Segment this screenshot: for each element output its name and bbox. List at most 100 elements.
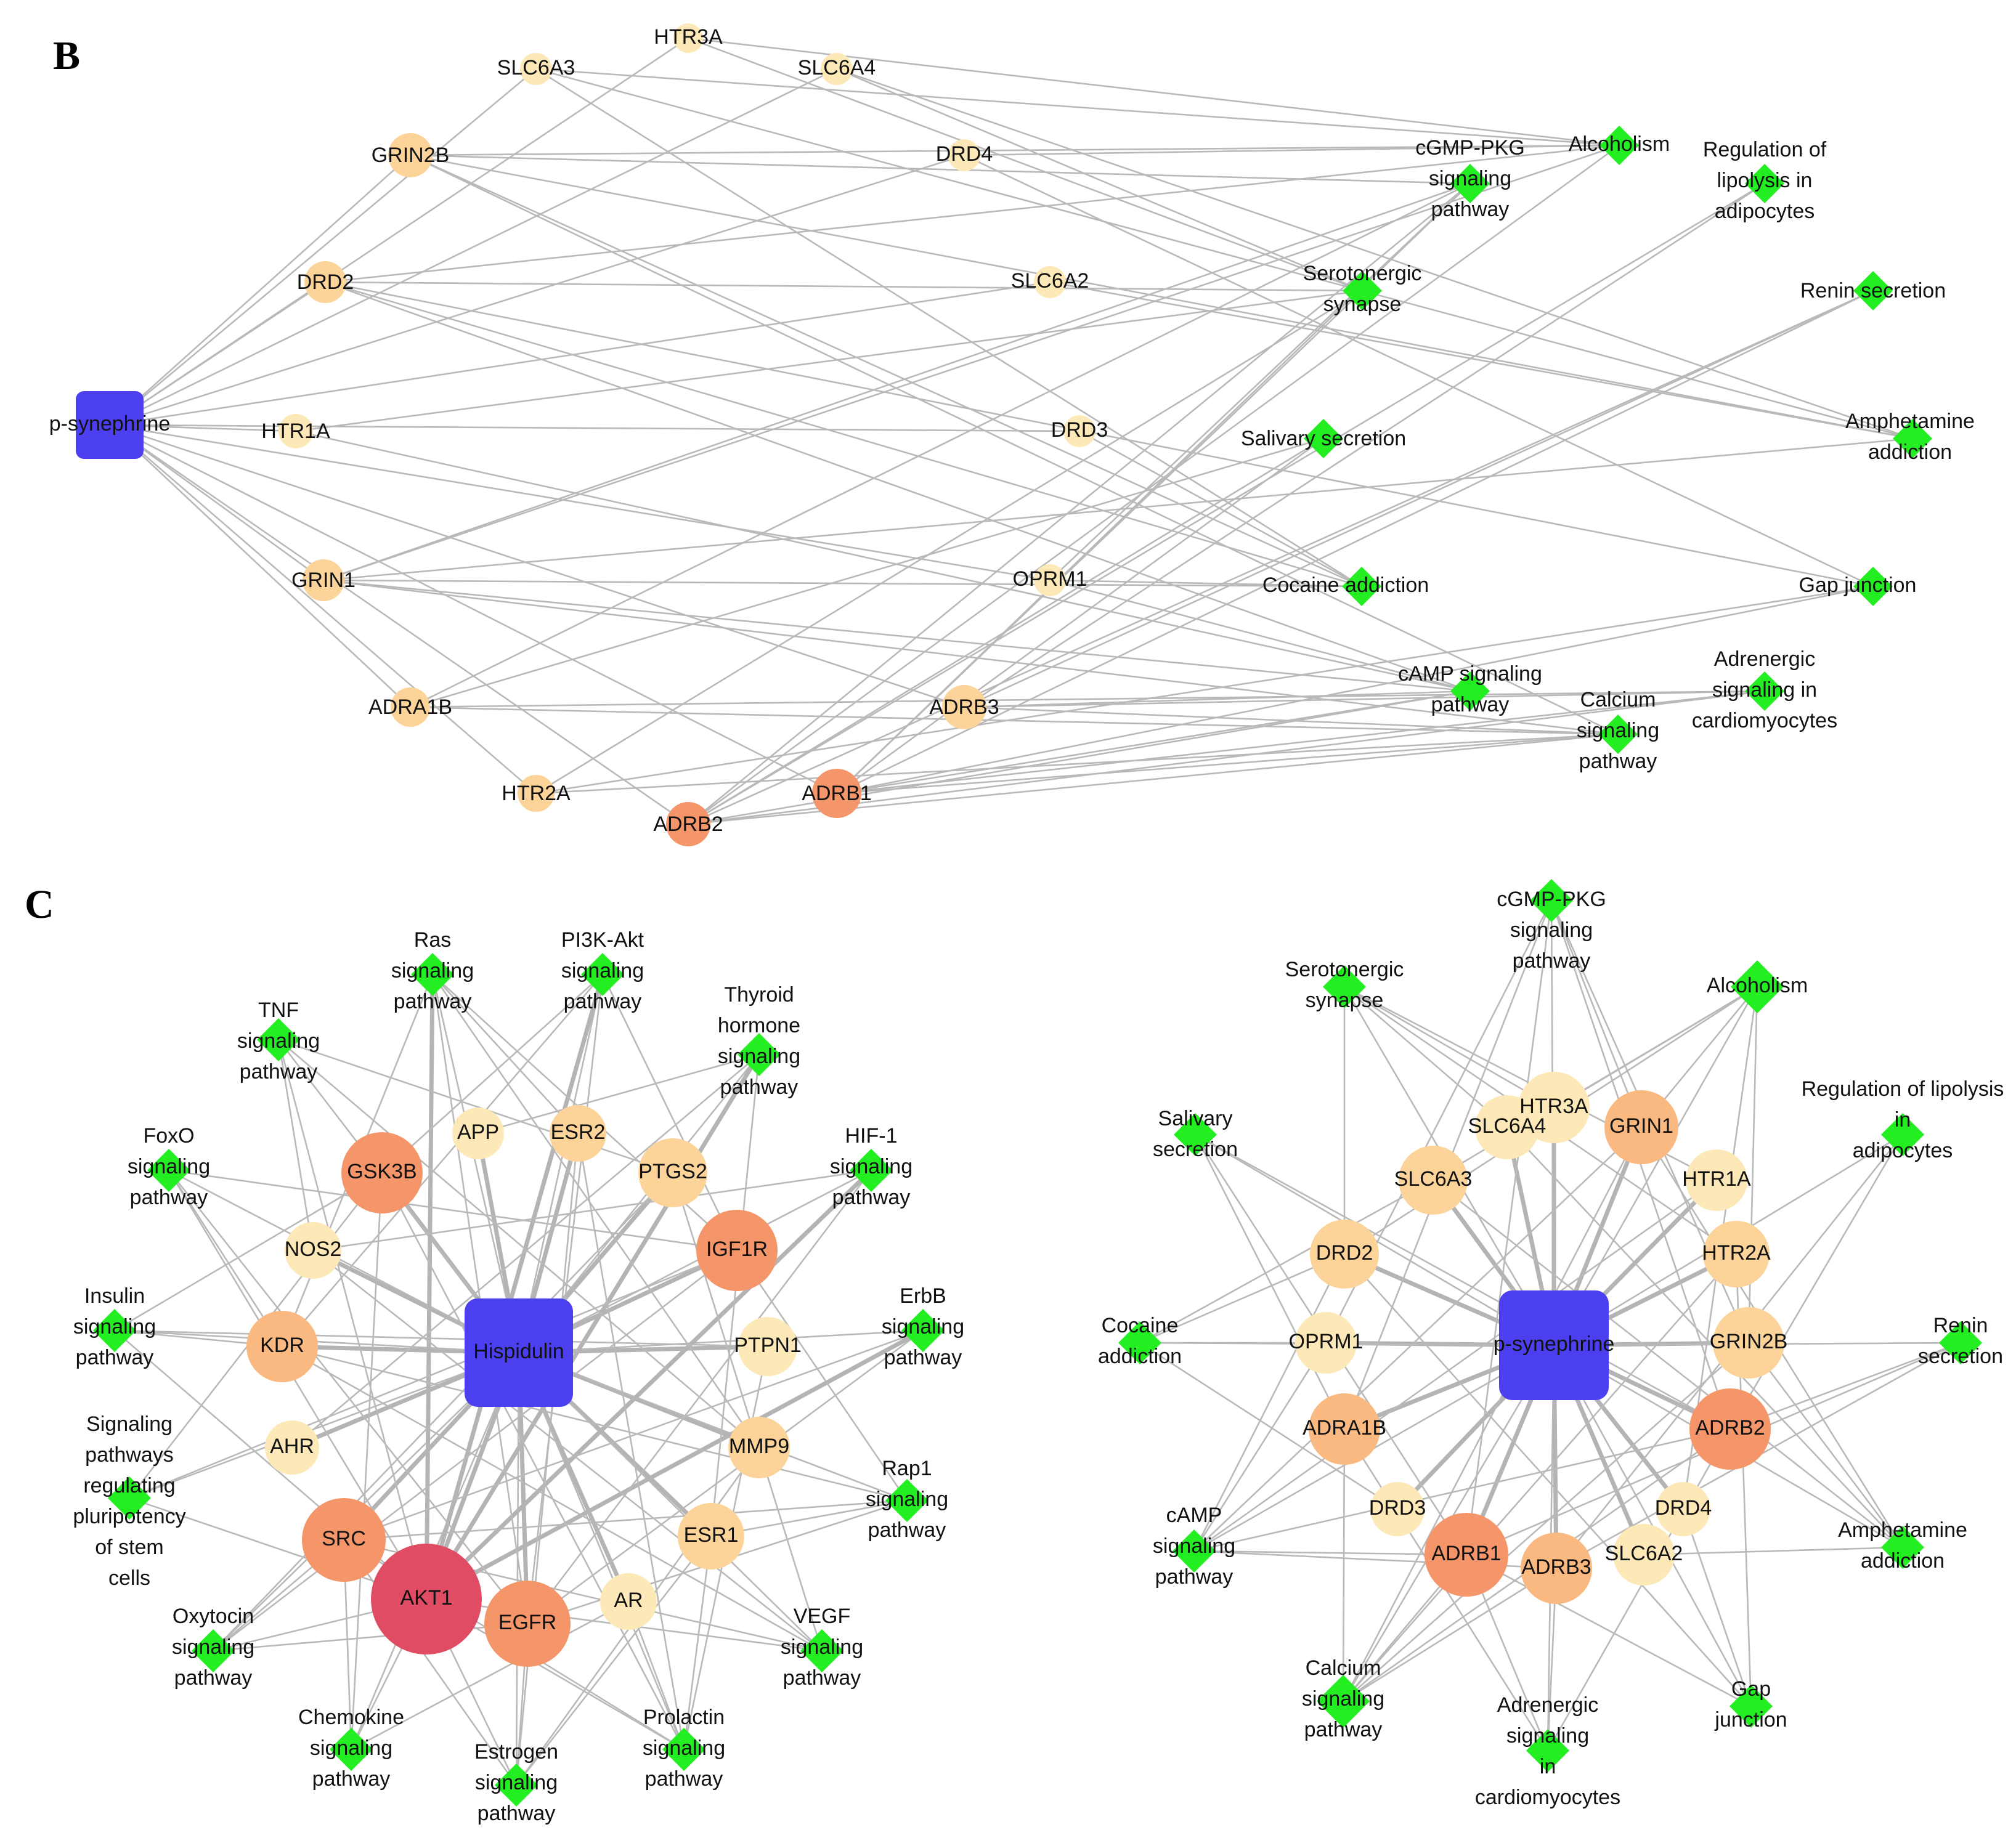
panel-c-left-pathway-node-erbb[interactable] [901, 1309, 945, 1352]
panel-c-left-pathway-node-foxo[interactable] [147, 1149, 190, 1192]
panel-c-left-pathway-node-tnf[interactable] [257, 1018, 300, 1061]
panel-c-right-pathway-node-adren[interactable] [1526, 1729, 1569, 1772]
panel-c-right-pathway-node-sero[interactable] [1323, 965, 1366, 1008]
panel-c-right-gene-node-oprm1[interactable] [1295, 1312, 1357, 1374]
panel-c-left-gene-node-akt1[interactable] [371, 1544, 482, 1655]
panel-c-left-pathway-node-chem[interactable] [330, 1728, 373, 1771]
panel-c-right-gene-node-drd3[interactable] [1370, 1482, 1425, 1536]
panel-b-pathway-node-renin[interactable] [1853, 271, 1893, 310]
panel-b-gene-node-grin2b[interactable] [388, 133, 433, 177]
panel-c-right-gene-node-slc6a4[interactable] [1475, 1095, 1539, 1159]
panel-c-left-gene-node-app[interactable] [452, 1108, 504, 1159]
panel-b-gene-node-drd3[interactable] [1063, 415, 1095, 447]
panel-c-right-gene-node-grin1[interactable] [1604, 1090, 1678, 1164]
panel-c-right-gene-node-adrb2[interactable] [1689, 1388, 1771, 1470]
panel-c-right-pathway-label-sero-line-0: Serotonergic [1285, 958, 1404, 981]
panel-b-pathway-node-calc[interactable] [1598, 715, 1638, 754]
panel-c-right-edge-adrb2-cgmp [1550, 900, 1731, 1430]
panel-b-gene-node-htr3a[interactable] [673, 23, 703, 53]
panel-c-left-pathway-node-pi3k[interactable] [581, 953, 624, 996]
panel-c-right-pathway-node-calc[interactable] [1317, 1675, 1370, 1728]
panel-b-gene-node-drd4[interactable] [948, 139, 980, 171]
panel-c-right-pathway-node-camp[interactable] [1173, 1529, 1216, 1573]
panel-c-left-gene-node-gsk3b[interactable] [341, 1132, 423, 1213]
panel-c-left-gene-node-egfr[interactable] [484, 1581, 571, 1667]
panel-c-right-edge-adrb1-camp [1193, 1550, 1467, 1556]
panel-c-left-gene-node-kdr[interactable] [246, 1311, 318, 1382]
panel-b-gene-node-htr1a[interactable] [278, 414, 313, 448]
panel-c-left-pathway-node-ras[interactable] [411, 953, 454, 996]
panel-c-right-pathway-node-amph[interactable] [1881, 1526, 1924, 1569]
panel-c-left-pathway-node-hif[interactable] [850, 1149, 893, 1192]
panel-b-gene-node-adra1b[interactable] [391, 687, 430, 727]
panel-b-gene-node-slc6a4[interactable] [821, 53, 853, 85]
panel-c-left-gene-node-src[interactable] [302, 1498, 386, 1582]
panel-c-right-pathway-node-coca[interactable] [1118, 1321, 1161, 1364]
panel-c-left-pathway-node-ins[interactable] [93, 1309, 136, 1352]
panel-c-right-hub-node[interactable] [1499, 1290, 1609, 1400]
panel-c-right-gene-node-htr2a[interactable] [1703, 1221, 1770, 1287]
panel-c-right-pathway-node-renin[interactable] [1939, 1321, 1982, 1364]
panel-c-right-pathway-node-saliv[interactable] [1174, 1113, 1217, 1156]
panel-c-right-gene-node-htr1a[interactable] [1686, 1149, 1747, 1211]
panel-b-pathway-node-cgmp[interactable] [1450, 164, 1490, 203]
panel-b-gene-label-drd3: DRD3 [1051, 418, 1108, 442]
panel-c-left-gene-node-nos2[interactable] [285, 1222, 341, 1279]
panel-b-pathway-node-alc[interactable] [1599, 126, 1639, 165]
panel-b-pathway-node-camp[interactable] [1450, 671, 1490, 711]
panel-c-right-pathway-node-gap[interactable] [1729, 1685, 1773, 1728]
panel-b-gene-node-adrb2[interactable] [666, 802, 710, 846]
panel-c-right-gene-node-adrb3[interactable] [1521, 1533, 1592, 1604]
panel-c-left-gene-node-esr2[interactable] [550, 1105, 606, 1162]
panel-b-pathway-node-amph[interactable] [1893, 419, 1932, 458]
panel-c-right-gene-node-slc6a2[interactable] [1613, 1524, 1675, 1586]
panel-c-left-gene-node-ptpn1[interactable] [738, 1317, 797, 1376]
panel-c-right-gene-node-drd2[interactable] [1310, 1220, 1379, 1289]
panel-b-gene-node-drd2[interactable] [304, 261, 346, 303]
panel-c-left-gene-node-ptgs2[interactable] [638, 1138, 707, 1207]
panel-b-pathway-node-adren[interactable] [1745, 671, 1784, 711]
panel-b-gene-node-oprm1[interactable] [1034, 564, 1066, 596]
panel-c-right-gene-node-slc6a3[interactable] [1399, 1146, 1468, 1215]
panel-c-left-gene-node-igf1r[interactable] [696, 1210, 778, 1291]
panel-c-left-gene-node-ahr[interactable] [265, 1420, 319, 1475]
panel-b-pathway-node-sero[interactable] [1343, 271, 1382, 310]
panel-c-right-pathway-node-cgmp[interactable] [1530, 879, 1573, 922]
panel-b-pathway-node-lipo[interactable] [1745, 164, 1784, 203]
panel-b-gene-node-adrb1[interactable] [812, 769, 861, 818]
panel-c-left-edge-kdr-vegf [282, 1345, 823, 1652]
panel-b-pathway-node-coca[interactable] [1342, 567, 1381, 606]
panel-b-gene-label-adra1b: ADRA1B [368, 695, 452, 719]
panel-c-left-gene-node-ar[interactable] [600, 1573, 657, 1630]
panel-b-gene-node-slc6a3[interactable] [520, 53, 552, 85]
panel-b-pathway-node-gap[interactable] [1853, 567, 1893, 606]
panel-b-pathway-node-saliv[interactable] [1304, 419, 1343, 458]
panel-c-left-pathway-node-estr[interactable] [495, 1764, 538, 1807]
panel-c-right-pathway-node-alc[interactable] [1731, 960, 1784, 1013]
panel-c-right-gene-label-adrb3: ADRB3 [1521, 1555, 1591, 1579]
panel-c-right-edge-slc6a3-amph [1433, 1179, 1903, 1549]
panel-c-left-pathway-node-prol[interactable] [662, 1728, 705, 1771]
panel-c-right-edge-htr1a-camp [1193, 1179, 1717, 1552]
panel-c-left-pathway-node-oxy[interactable] [192, 1629, 235, 1672]
panel-c-left-pathway-node-vegf[interactable] [800, 1629, 843, 1672]
panel-c-right-gene-node-adrb1[interactable] [1425, 1513, 1508, 1597]
panel-c-right-gene-node-drd4[interactable] [1656, 1482, 1710, 1536]
panel-c-right-gene-node-adra1b[interactable] [1309, 1393, 1380, 1465]
panel-c-left-pathway-node-thy[interactable] [738, 1033, 781, 1076]
panel-b-hub-node[interactable] [76, 391, 144, 459]
panel-b-gene-node-htr2a[interactable] [518, 775, 555, 812]
panel-c-left-gene-node-esr1[interactable] [678, 1503, 744, 1570]
panel-c-left-hub-node[interactable] [465, 1298, 573, 1407]
panel-b-edge-grin2b-amph [410, 154, 1913, 440]
panel-b-gene-node-grin1[interactable] [303, 559, 344, 601]
panel-b-gene-node-adrb3[interactable] [942, 685, 986, 729]
panel-c-left-pathway-node-stem[interactable] [108, 1476, 151, 1520]
panel-c-left-gene-node-mmp9[interactable] [728, 1417, 790, 1478]
panel-c-left-pathway-node-rap1[interactable] [885, 1479, 929, 1522]
panel-c-right-pathway-node-lipo[interactable] [1881, 1113, 1924, 1156]
panel-b-gene-node-slc6a2[interactable] [1034, 266, 1066, 298]
panel-c-right-gene-node-grin2b[interactable] [1713, 1307, 1784, 1379]
panel-c-right-pathway-label-saliv-line-1: secretion [1153, 1138, 1238, 1161]
